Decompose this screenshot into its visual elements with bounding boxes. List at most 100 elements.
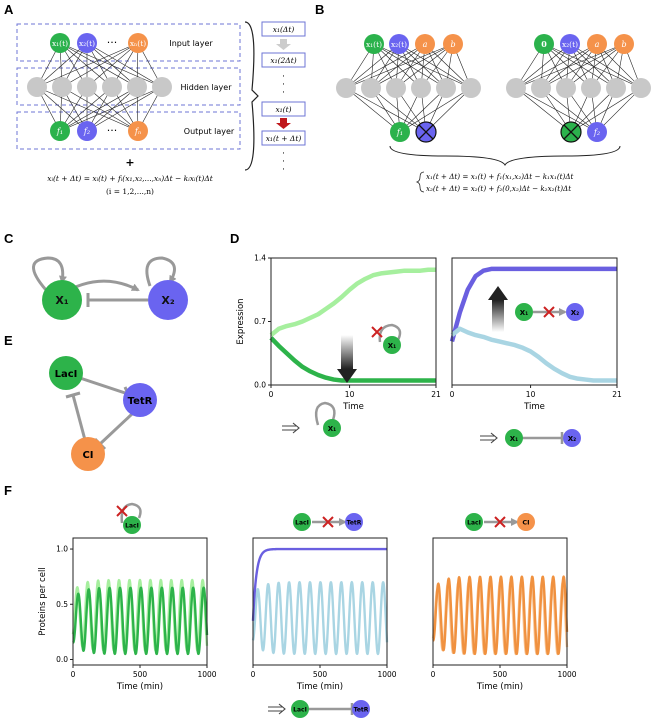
b1-edge	[345, 87, 427, 133]
b1-edge	[345, 43, 454, 89]
b2-output-f2-label: f₂	[593, 128, 600, 137]
b1-input-x2	[389, 34, 409, 54]
time-box-4	[261, 130, 306, 146]
b2-edge	[543, 43, 642, 89]
node-laci-label: LacI	[55, 369, 78, 380]
hidden-node	[506, 78, 526, 98]
equation-brace	[415, 171, 425, 193]
b2-input-a	[587, 34, 607, 54]
node-tetr-label: TetR	[128, 396, 153, 407]
implies-arrow-icon	[480, 432, 498, 444]
result-node-x2	[563, 429, 581, 447]
b1-input-b	[443, 34, 463, 54]
time-box-3-label: x₁(t)	[275, 105, 291, 114]
b2-edge	[515, 87, 572, 133]
bottom-brace	[389, 145, 621, 167]
implies-arrow-icon	[282, 422, 300, 434]
b2-output-f2	[587, 122, 607, 142]
output-layer-label: Output layer	[184, 127, 235, 136]
x-axis-label: Time	[523, 402, 545, 412]
result-node-laci-label: LacI	[293, 707, 307, 714]
y-tick-label: 0.0	[56, 655, 68, 664]
b-equation-1: x₁(t + Δt) = x₁(t) + f₁(x₁,x₂)Δt − k₁x₁(…	[426, 172, 574, 181]
a-edge	[59, 86, 113, 132]
plus-sign: +	[125, 156, 134, 169]
series-line-1	[269, 267, 436, 337]
vdots-3: ·	[282, 88, 285, 98]
a-edge	[59, 42, 163, 88]
result-node-tetr-label: TetR	[354, 707, 369, 714]
d-right-result-motif: X₁ X₂	[480, 429, 581, 447]
red-cross-icon	[543, 306, 555, 318]
result-node-tetr	[352, 700, 370, 718]
x-tick-label: 0	[269, 390, 274, 399]
a-edge	[61, 42, 139, 88]
motif-node-ci-label: CI	[522, 519, 529, 527]
input-label-xn: xₙ(t)	[130, 39, 146, 48]
output-node-fn	[128, 121, 148, 141]
x-tick-label: 1000	[557, 670, 576, 679]
x-tick-label: 0	[251, 670, 256, 679]
b1-edge	[398, 43, 472, 89]
input-label-x2: x₂(t)	[79, 39, 95, 48]
repression-laci-tetr	[79, 376, 129, 396]
y-tick-label: 1.4	[254, 254, 266, 263]
a-edge	[36, 42, 139, 88]
series-line-2	[450, 326, 617, 383]
motif-node-x1	[515, 303, 533, 321]
right-brace	[244, 21, 259, 171]
b1-edge	[399, 87, 447, 133]
input-layer-label: Input layer	[169, 39, 213, 48]
panel-label-a: A	[4, 2, 14, 17]
red-cross-icon	[116, 505, 128, 517]
time-box-1	[261, 21, 306, 37]
plot-frame	[451, 257, 618, 386]
b1-input-x1-label: x₁(t)	[366, 40, 382, 49]
node-laci	[49, 356, 83, 390]
hidden-node	[336, 78, 356, 98]
vdots-5: ·	[282, 157, 285, 167]
b1-input-b-label: b	[450, 40, 455, 49]
node-x2	[148, 280, 188, 320]
node-x2-label: X₂	[161, 294, 174, 307]
result-node-x1	[505, 429, 523, 447]
y-tick-label: 1.0	[56, 545, 68, 554]
b1-edge	[370, 87, 427, 133]
x-tick-label: 0	[71, 670, 76, 679]
hidden-node	[27, 77, 47, 97]
self-activation-x1	[32, 256, 67, 291]
b1-edge	[373, 43, 472, 89]
panel-c-motif: X₁ X₂	[32, 256, 188, 320]
x-tick-label: 0	[450, 390, 455, 399]
input-node-x2	[77, 33, 97, 53]
arrow-down-icon	[337, 369, 357, 383]
panel-b-networks: x₁(t) x₂(t) a b 0 x₂(t) a b f₁ f₂ x₁(t +…	[336, 34, 651, 193]
x-axis-label: Time (min)	[116, 682, 163, 692]
motif-node-laci	[123, 516, 141, 534]
y-axis-label: Expression	[236, 298, 246, 344]
d-left-inset-motif: X₁	[337, 323, 402, 383]
self-loop	[120, 502, 142, 524]
d-left-result-motif: X₁	[282, 401, 341, 437]
self-activation-x2	[145, 256, 177, 287]
increase-gradient	[492, 300, 504, 332]
series-line-2	[251, 547, 388, 621]
input-layer-box	[16, 23, 241, 62]
implies-arrow-icon	[268, 703, 286, 715]
b2-edge	[515, 43, 571, 89]
hidden-node	[631, 78, 651, 98]
knockout-cross-icon	[418, 124, 434, 140]
hidden-nodes-b	[336, 78, 651, 98]
b2-edge	[596, 87, 642, 133]
a-edge	[59, 42, 113, 88]
panel-label-b: B	[315, 2, 324, 17]
x-tick-label: 10	[526, 390, 536, 399]
b2-input-a-label: a	[595, 40, 600, 49]
red-cross-icon	[322, 516, 334, 528]
hidden-node	[386, 78, 406, 98]
x-axis-label: Time (min)	[296, 682, 343, 692]
time-box-1-label: x₁(Δt)	[273, 25, 295, 34]
